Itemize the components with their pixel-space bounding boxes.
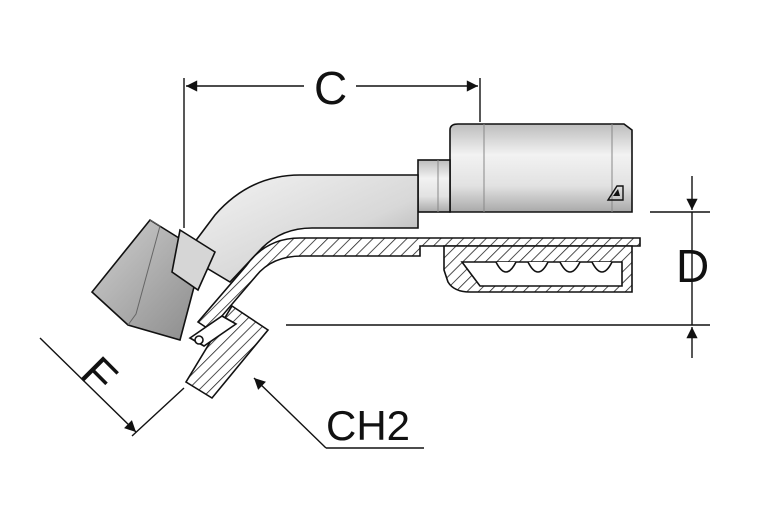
ferrule [449,123,633,213]
dimension-ch2-label: CH2 [326,402,410,449]
triangle-logo-icon [606,185,624,201]
section-view [184,237,641,400]
bent-tube [183,174,419,284]
dimension-f [39,337,185,437]
dimension-c-label: C [314,62,347,114]
collar [417,159,451,213]
dimension-d-label: D [676,240,709,292]
fitting-body [90,123,633,341]
dimension-f-label: F [71,346,128,403]
dimension-ch2 [253,377,424,449]
dimension-d [286,176,710,358]
dimension-c [183,78,481,228]
